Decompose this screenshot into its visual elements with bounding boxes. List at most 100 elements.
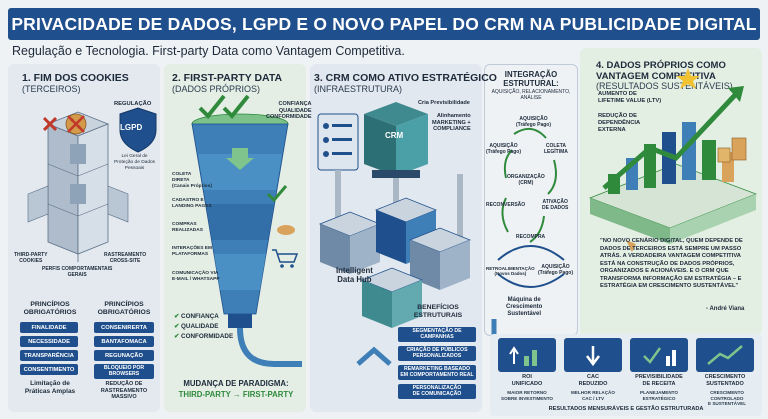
page-subtitle: Regulação e Tecnologia. First-party Data… [12,44,405,58]
cycle-arrow [513,127,547,139]
check-icon [198,94,288,203]
section4-illustration [588,68,758,252]
bottom-check-qualidade: ✔ QUALIDADE [174,323,218,331]
lgpd-caption: Lei Geral de Proteção de Dados Pessoais [114,154,156,171]
lgpd-shield-icon [119,107,157,153]
crm-label: CRM [385,131,404,140]
lgpd-badge: LGPD [120,123,143,132]
bottom-check-conformidade: ✔ CONFORMIDADE [174,333,233,341]
principio-consentimento: CONSENTIMENTO [20,364,78,375]
principio-consenirerta: CONSENIRERTA [94,322,154,333]
quote-text: "NO NOVO CENÁRIO DIGITAL, QUEM DEPENDE D… [600,238,743,290]
cycle-arrow [501,197,509,233]
kpi-cac-note: MELHOR RELAÇÃO CAC / LTV [571,390,615,401]
source-compras: COMPRAS REALIZADAS [172,222,203,233]
title-banner: PRIVACIDADE DE DADOS, LGPD E O NOVO PAPE… [8,8,760,40]
integration-title: INTEGRAÇÃO ESTRUTURAL: [503,70,559,89]
kpi-cac-title: CAC REDUZIDO [578,374,608,387]
principio-regunacao: REGUNAÇÃO [94,350,154,361]
beneficio-publicos: CRIAÇÃO DE PÚBLICOS PERSONALIZADOS [398,346,476,361]
ltv-label: AUMENTO DE LIFETIME VALUE (LTV) [598,91,662,104]
quote-author: - André Viana [706,306,745,312]
blocked-cookie-icon [65,113,87,135]
cria-label: Cria Previsibilidade [418,100,470,106]
kpi-footer: RESULTADOS MENSURÁVEIS E GESTÃO ESTRUTUR… [548,406,704,412]
section1-illustration [27,107,157,262]
bottom-check-confianca: ✔ CONFIANÇA [174,313,219,321]
beneficio-remarketing: REMARKETING BASEADO EM COMPORTAMENTO REA… [398,365,476,380]
principio-bloqueio: BLOQUEIO POR BROWSERS [94,364,154,379]
section3-illustration [317,102,472,366]
page-title: PRIVACIDADE DE DADOS, LGPD E O NOVO PAPE… [11,13,757,34]
coin-stack-icon [717,137,747,163]
section2-illustration [191,94,302,367]
section2-heading: 2. FIRST-PARTY DATA (DADOS PRÓPRIOS) [172,72,282,94]
source-interacoes: INTERAÇÕES EM PLATAFORMAS [172,246,212,257]
principios-right-footer: REDUÇÃO DE RASTREAMENTO MASSIVO [100,381,148,401]
cycle-arrow [503,149,513,179]
section1-heading: 1. FIM DOS COOKIES (TERCEIROS) [22,72,129,94]
cycle-arrow [529,215,545,243]
principios-left-footer: Limitação de Práticas Amplas [24,380,76,395]
beneficio-segmentacao: SEGMENTAÇÃO DE CAMPANHAS [398,327,476,342]
kpi-roi-tile [498,338,556,372]
principio-bantafomaca: BANTAFOMACA [94,336,154,347]
down-arrow-icon [226,148,254,170]
third-party-label: THIRD-PARTY COOKIES [14,252,48,264]
node-recompra: RECOMPRA [516,234,546,240]
principios-left-title: PRINCÍPIOS OBRIGATÓRIOS [23,301,77,317]
crm-server [364,102,428,178]
kpi-roi-title: ROI UNIFICADO [511,374,543,387]
beneficio-personalizacao: PERSONALIZAÇÃO DE COMUNICAÇÃO [398,384,476,399]
node-aquisicao-2: AQUISIÇÃO (Tráfego Pago) [486,143,522,155]
handshake-icon [277,225,295,235]
section1-subtitle: (TERCEIROS) [22,84,81,94]
node-ativacao: ATIVAÇÃO DE DADOS [542,199,569,211]
principio-transparencia: TRANSPARÊNCIA [20,350,78,361]
quote-icon [626,240,636,252]
star-icon [676,68,700,89]
section2-title: 2. FIRST-PARTY DATA [172,72,283,84]
data-hub-blocks [318,197,472,328]
check-icon: ✔ [174,333,180,340]
people-panel-icon [317,113,359,171]
principio-finalidade: FINALIDADE [20,322,78,333]
data-cube-tower [27,111,129,262]
cart-icon [272,249,299,268]
node-coleta: COLETA LEGÍTIMA [544,143,568,155]
panel-integracao [484,64,578,336]
kpi-previsibilidade-title: PREVISIBILIDADE DE RECEITA [635,374,683,387]
beneficios-title: BENEFÍCIOS ESTRUTURAIS [413,304,463,320]
kpi-roi-note: MAIOR RETORNO SOBRE INVESTIMENTO [501,390,553,401]
data-funnel [191,113,302,367]
perfis-label: PERFIS COMPORTAMENTAIS GERAIS [42,266,113,278]
kpi-crescimento-note: CRESCIMENTO CONTROLADO E SUSTENTÁVEL [707,390,747,406]
source-cadastro: CADASTRO E LANDING PAGES [172,198,212,209]
kpi-cac-tile [564,338,622,372]
principios-right-title: PRINCÍPIOS OBRIGATÓRIOS [97,301,151,317]
integration-subtitle: AQUISIÇÃO, RELACIONAMENTO, ANÁLISE [491,89,571,101]
section1-title: 1. FIM DOS COOKIES [22,72,129,84]
kpi-previsibilidade-note: PLANEJAMENTO ESTRATÉGICO [640,390,678,401]
alinhamento-label: Alinhamento MARKETING + COMPLIANCE [432,113,471,133]
hub-label: Intelligent Data Hub [336,266,373,285]
bottom-check-label: CONFORMIDADE [181,333,234,340]
paradigm-text: THIRD-PARTY → FIRST-PARTY [178,390,294,399]
source-comunicacao: COMUNICAÇÃO VIA E-MAIL / WHATSAPP [172,271,220,282]
paradigm-title: MUDANÇA DE PARADIGMA: [183,379,289,388]
top-checks-label: CONFIANÇA QUALIDADE CONFORMIDADE [266,101,312,121]
dependencia-label: REDUÇÃO DE DEPENDÊNCIA EXTERNA [598,113,641,133]
node-reconversao: RECONVERSÃO [486,202,526,208]
cycle-arrow [547,159,557,195]
principio-necessidade: NECESSIDADE [20,336,78,347]
regulacao-label: REGULAÇÃO [114,101,152,107]
check-icon: ✔ [174,323,180,330]
node-organizacao: ORGANIZAÇÃO (CRM) [507,174,545,186]
integration-cycle [491,127,565,336]
kpi-crescimento-tile [696,338,754,372]
blocked-x-icon [42,116,58,132]
section4-subtitle: (RESULTADOS SUSTENTÁVEIS) [596,81,733,92]
section2-subtitle: (DADOS PRÓPRIOS) [172,84,261,94]
kpi-previsibilidade-tile [630,338,688,372]
section3-title: 3. CRM COMO ATIVO ESTRATÉGICO [314,72,497,84]
